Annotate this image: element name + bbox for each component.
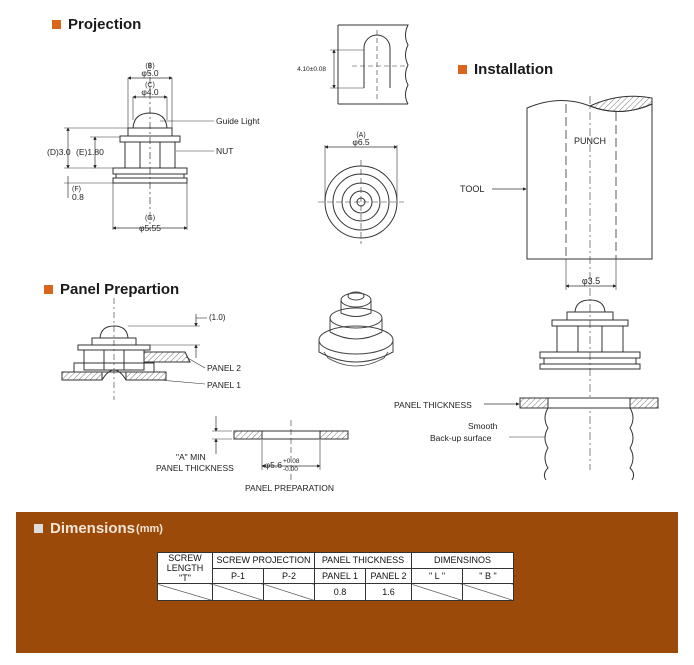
dimensions-table: SCREW LENGTH "T" SCREW PROJECTION PANEL … [157, 552, 514, 601]
panel1-header: PANEL 1 [314, 567, 366, 584]
e-label: (E)1.80 [76, 147, 104, 157]
panel-prep-drawing [61, 298, 349, 480]
panel-thickness-label: PANEL THICKNESS [394, 400, 472, 410]
screw-length-line1: SCREW [168, 553, 202, 563]
bullet-square-icon [34, 524, 43, 533]
table-row: 0.8 1.6 [157, 583, 514, 601]
dimensions-heading-text: Dimensions [50, 520, 136, 537]
f-letter: (F) [72, 186, 81, 193]
panel-prep-heading-text: Panel Prepartion [60, 281, 180, 298]
b-letter: (B) [145, 63, 154, 70]
tool-label: TOOL [460, 184, 484, 194]
f-value: 0.8 [72, 192, 84, 202]
technical-drawings: (B) φ5.0 (C) φ4.0 Guide Light NUT (D)3.0… [47, 24, 659, 493]
projection-heading-text: Projection [68, 16, 142, 33]
screw-projection-header: SCREW PROJECTION [212, 552, 315, 569]
installation-drawing [484, 95, 659, 481]
b-header: " B " [462, 567, 514, 584]
d-label: (D)3.0 [47, 147, 71, 157]
slot-dimension: 4.10±0.08 [297, 66, 326, 73]
install-dia-label: φ3.5 [582, 276, 600, 286]
c-letter: (C) [145, 82, 155, 89]
screw-length-line3: "T" [179, 573, 191, 583]
b-value: φ5.0 [141, 68, 159, 78]
g-value: φ5.55 [139, 223, 161, 233]
installation-heading-text: Installation [474, 61, 554, 78]
panel-prep-caption: PANEL PREPARATION [245, 483, 334, 493]
slot-view [330, 24, 409, 105]
a-min-label: "A" MIN [176, 452, 206, 462]
table-cell-empty [212, 583, 264, 601]
screw-length-header: SCREW LENGTH "T" [157, 552, 213, 584]
c-value: φ4.0 [141, 87, 159, 97]
dimensions-heading: Dimensions (mm) [34, 520, 163, 537]
panel1-value: 0.8 [314, 583, 366, 601]
guide-light-label: Guide Light [216, 116, 260, 126]
panel2-value: 1.6 [365, 583, 412, 601]
isometric-fastener [318, 291, 394, 367]
panel-prep-heading: Panel Prepartion [44, 281, 179, 298]
hole-tol-plus: +0.08 [283, 458, 300, 465]
table-cell-empty [157, 583, 213, 601]
panel2-header: PANEL 2 [365, 567, 412, 584]
projection-side-view [64, 62, 214, 230]
a-letter: (A) [356, 132, 365, 139]
dimensions-panel: Dimensions (mm) SCREW LENGTH "T" SCREW P… [16, 512, 678, 653]
smooth-label: Smooth [468, 421, 498, 431]
table-cell-empty [263, 583, 315, 601]
installation-heading: Installation [458, 61, 553, 78]
table-cell-empty [411, 583, 463, 601]
g-letter: (G) [145, 215, 155, 222]
a-value: φ6.5 [352, 137, 370, 147]
dimensions-unit: (mm) [136, 522, 163, 535]
nut-label: NUT [216, 146, 233, 156]
screw-length-line2: LENGTH [166, 563, 204, 573]
panel1-label: PANEL 1 [207, 380, 241, 390]
panel-thickness-min-label: PANEL THICKNESS [156, 463, 234, 473]
hole-dia-label: φ5.6 [265, 460, 283, 470]
bullet-square-icon [458, 65, 467, 74]
table-cell-empty [462, 583, 514, 601]
gap-label: (1.0) [209, 313, 226, 322]
p1-header: P-1 [212, 567, 264, 584]
panel2-label: PANEL 2 [207, 363, 241, 373]
dimensions-header: DIMENSINOS [411, 552, 514, 569]
top-circle-view [318, 145, 404, 244]
hole-tol-minus: -0.00 [283, 466, 298, 473]
punch-label: PUNCH [574, 136, 606, 146]
projection-heading: Projection [52, 16, 141, 33]
bullet-square-icon [52, 20, 61, 29]
bullet-square-icon [44, 285, 53, 294]
panel-thickness-header: PANEL THICKNESS [314, 552, 412, 569]
p2-header: P-2 [263, 567, 315, 584]
l-header: " L " [411, 567, 463, 584]
backup-surface-label: Back-up surface [430, 433, 492, 443]
